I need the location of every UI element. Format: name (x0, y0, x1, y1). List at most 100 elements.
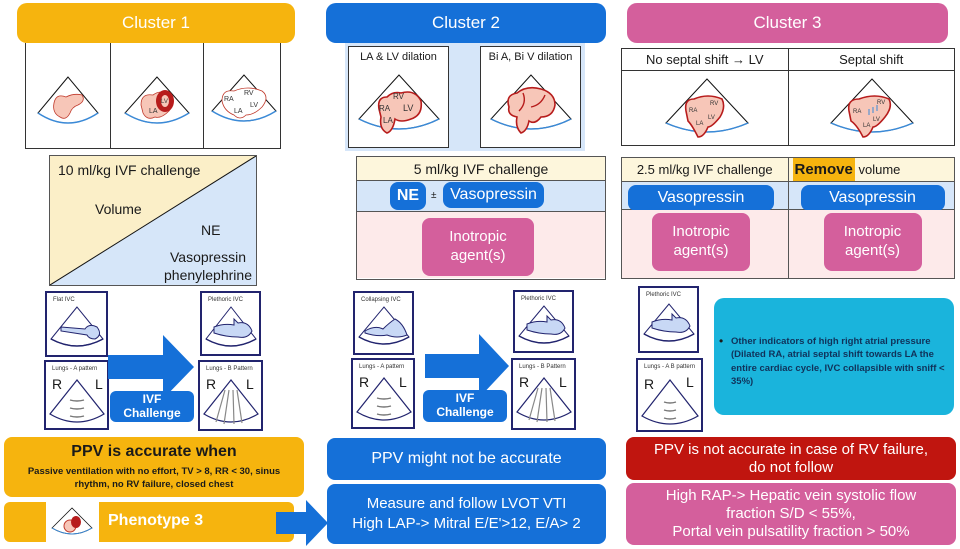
label-la: LA (234, 108, 243, 115)
label-lv: LV (403, 103, 413, 113)
label-lv: LV (708, 115, 715, 121)
lung-a-pattern-icon (356, 377, 412, 421)
arrow-right-icon (108, 335, 194, 399)
cluster-3-title: Cluster 3 (753, 13, 822, 32)
lung-l-label: L (559, 374, 567, 390)
ivc-before-image: Collapsing IVC (353, 291, 414, 355)
lungs-before-label: Lungs - A pattern (52, 366, 98, 372)
label-ra: RA (224, 96, 234, 103)
measure-line2: High LAP-> Mitral E/E'>12, E/A> 2 (352, 515, 581, 532)
echo-view-no-shift: No septal shift → LV RA RV LA LV (622, 49, 789, 145)
echo-view-bi-dilation: Bi A, Bi V dilation (480, 46, 581, 148)
lung-a-pattern-icon (49, 379, 105, 423)
measure-line1: Measure and follow LVOT VTI (366, 494, 567, 512)
remove-highlight: Remove (792, 158, 855, 181)
echo-view-3: RA RV LA LV (204, 43, 284, 148)
label-lv: LV (873, 117, 880, 123)
inotropic-pill: Inotropic agent(s) (652, 213, 750, 271)
cluster-1-title: Cluster 1 (121, 13, 191, 32)
plus-minus-symbol: ± (431, 190, 437, 201)
ppv-accurate-box: PPV is accurate when Passive ventilation… (4, 437, 304, 497)
vasopressor-row: Vasopressin (622, 182, 788, 211)
ppv-rv-line2: do not follow (748, 458, 834, 476)
ppv-not-accurate-box: PPV might not be accurate (327, 438, 606, 480)
label-la: LA (383, 116, 393, 125)
lungs-label: Lungs - A B pattern (644, 364, 696, 370)
vasopressin-pill: Vasopressin (800, 185, 945, 211)
label-ra: RA (689, 108, 697, 114)
echo-view-la-lv: LA & LV dilation RV RA LV LA (348, 46, 449, 148)
cluster-1-treatment-box: 10 ml/kg IVF challenge Volume NE Vasopre… (49, 155, 257, 286)
lung-l-label: L (686, 374, 694, 390)
cluster-1-header: Cluster 1 (17, 3, 295, 43)
lung-b-pattern-icon (203, 379, 259, 425)
rap-indicators-box: • Other indicators of high right atrial … (714, 298, 954, 415)
heart-echo-icon (51, 507, 93, 535)
ivf-line2: Challenge (123, 405, 181, 420)
measure-box: Measure and follow LVOT VTI High LAP-> M… (327, 484, 606, 544)
ivf-line1: IVF (455, 391, 475, 406)
label-ra: RA (379, 104, 391, 113)
inotropic-row: Inotropic agent(s) (788, 210, 954, 278)
label-lv: LV (161, 99, 168, 105)
phenotype-bar: Phenotype 3 (4, 502, 294, 542)
septal-shift-label: Septal shift (788, 49, 954, 71)
phenotype-thumb (46, 502, 99, 542)
arrow-right-icon (425, 334, 509, 398)
ivc-ultrasound-icon (50, 306, 104, 347)
inotropic-line2: agent(s) (844, 242, 901, 259)
lung-a-pattern-icon (641, 379, 699, 425)
lungs-after-label: Lungs - B Pattern (206, 366, 253, 372)
echo-view-1 (26, 43, 111, 148)
ivc-ultrasound-icon (205, 306, 257, 347)
diagonal-split (50, 156, 256, 285)
volume-label: volume (858, 162, 901, 177)
ivc-after-label: Plethoric IVC (208, 297, 244, 303)
ivf-challenge-button-1: IVF Challenge (110, 391, 194, 422)
hepatic-line1: High RAP-> Hepatic vein systolic flow (665, 487, 917, 504)
cluster-2-echo-panel: LA & LV dilation RV RA LV LA Bi A, Bi V … (345, 43, 585, 151)
inotropic-line2: agent(s) (450, 247, 506, 264)
hepatic-line3: Portal vein pulsatility fraction > 50% (672, 523, 910, 540)
ppv-not-accurate-rv-box: PPV is not accurate in case of RV failur… (626, 437, 956, 480)
ppv-rv-line1: PPV is not accurate in case of RV failur… (653, 440, 929, 458)
vasopressor-row: Vasopressin (788, 182, 954, 211)
lung-r-label: R (206, 376, 217, 392)
ivc-ultrasound-icon (518, 305, 570, 344)
heart-echo-icon: LA LV (124, 76, 190, 124)
cluster-3-treatment-table: 2.5 ml/kg IVF challenge Vasopressin Inot… (621, 157, 955, 279)
vasopressin-label: Vasopressin (169, 249, 246, 265)
phenotype-label: Phenotype 3 (108, 512, 204, 529)
heart-echo-icon: RA RV LA LV (829, 78, 914, 138)
ivf-challenge-button-2: IVF Challenge (423, 390, 507, 422)
heart-echo-icon (490, 74, 572, 134)
bullet-icon: • (719, 334, 724, 348)
no-shift-label: No septal shift → LV (622, 49, 788, 71)
inotropic-row: Inotropic agent(s) (622, 210, 788, 278)
arrow-right-icon (276, 500, 328, 546)
ivc-ultrasound-icon (643, 303, 695, 342)
heart-echo-icon: RV RA LV LA (358, 74, 440, 134)
ne-pill: NE (390, 182, 426, 210)
col-challenge: 2.5 ml/kg IVF challenge Vasopressin Inot… (622, 158, 789, 278)
hepatic-vein-box: High RAP-> Hepatic vein systolic flow fr… (626, 483, 956, 545)
ppv-accurate-detail: Passive ventilation with no effort, TV >… (27, 466, 281, 490)
ne-label: NE (201, 222, 221, 238)
inotropic-row: Inotropic agent(s) (357, 212, 605, 278)
lung-l-label: L (246, 376, 254, 392)
lung-r-label: R (52, 376, 63, 392)
hepatic-line2: fraction S/D < 55%, (726, 505, 856, 522)
cluster-3-echo-panel: No septal shift → LV RA RV LA LV Septal … (621, 48, 955, 146)
inotropic-line1: Inotropic (672, 223, 730, 241)
ivc-after-image: Plethoric IVC (513, 290, 574, 353)
cluster-2-header: Cluster 2 (326, 3, 606, 43)
label-rv: RV (244, 90, 254, 97)
challenge-label: 10 ml/kg IVF challenge (58, 162, 201, 178)
inotropic-line1: Inotropic (843, 223, 902, 241)
ivc-before-image: Flat IVC (45, 291, 108, 357)
cluster-1-echo-panel: LA LV RA RV LA LV (25, 43, 281, 149)
label-ra: RA (853, 109, 861, 115)
inotropic-pill: Inotropic agent(s) (422, 218, 534, 276)
challenge-label: 2.5 ml/kg IVF challenge (622, 158, 788, 182)
inotropic-line1: Inotropic (449, 228, 507, 246)
